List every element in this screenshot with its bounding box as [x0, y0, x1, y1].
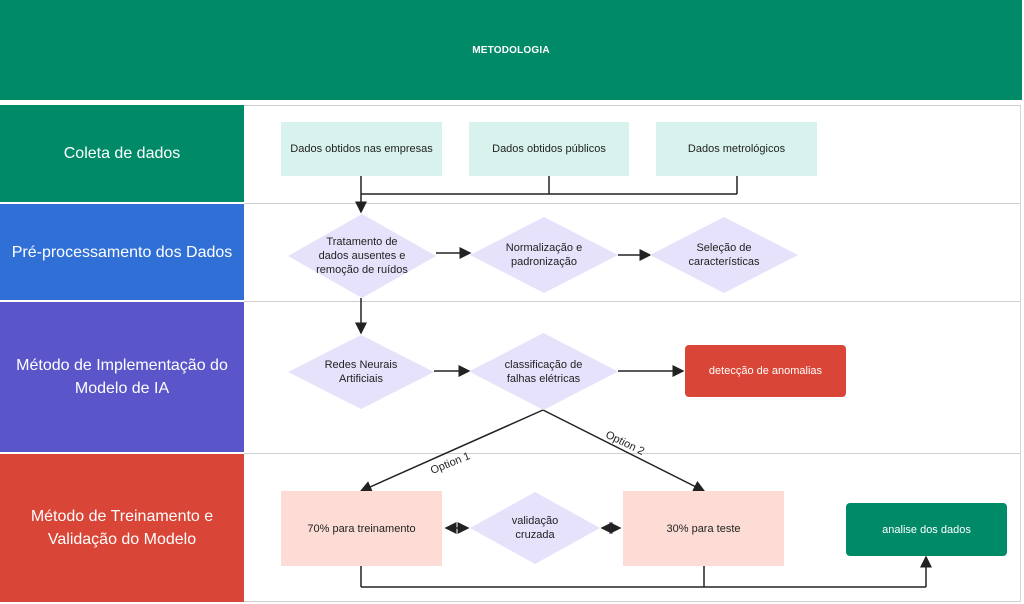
- source-box-metrologicos: Dados metrológicos: [656, 122, 817, 176]
- diamond-shape: [470, 492, 600, 564]
- task-classificacao-falhas: classificação de falhas elétricas: [469, 333, 618, 410]
- output-deteccao-anomalias: detecção de anomalias: [685, 345, 846, 397]
- diamond-shape: [650, 217, 798, 293]
- split-teste: 30% para teste: [623, 491, 784, 566]
- step-label: Normalização e padronização: [505, 242, 583, 268]
- row-divider: [244, 453, 1020, 454]
- step-tratamento-dados: Tratamento de dados ausentes e remoção d…: [288, 214, 436, 298]
- row-divider: [244, 203, 1020, 204]
- task-label: classificação de falhas elétricas: [504, 358, 583, 385]
- page-title: METODOLOGIA: [472, 44, 550, 56]
- validation-cruzada: validação cruzada: [470, 492, 600, 564]
- model-redes-neurais: Redes Neurais Artificiais: [288, 335, 434, 409]
- step-selecao-caracteristicas: Seleção de características: [650, 217, 798, 293]
- right-border: [1020, 105, 1021, 602]
- step-label: Seleção de características: [688, 242, 760, 268]
- source-box-empresas: Dados obtidos nas empresas: [281, 122, 442, 176]
- diamond-shape: [469, 333, 618, 410]
- stage-treinamento-validacao: Método de Treinamento e Validação do Mod…: [0, 454, 244, 602]
- analise-dados-box: analise dos dados: [846, 503, 1007, 556]
- row-divider: [244, 301, 1020, 302]
- stage-implementacao: Método de Implementação do Modelo de IA: [0, 302, 244, 452]
- step-label: Tratamento de dados ausentes e remoção d…: [316, 236, 408, 276]
- option-1-label: Option 1: [429, 450, 472, 477]
- source-box-publicos: Dados obtidos públicos: [469, 122, 629, 176]
- diamond-shape: [288, 214, 436, 298]
- row-divider: [244, 105, 1020, 106]
- model-label: Redes Neurais Artificiais: [324, 359, 398, 385]
- stage-pre-processamento: Pré-processamento dos Dados: [0, 204, 244, 300]
- step-normalizacao: Normalização e padronização: [470, 217, 618, 293]
- validation-label: validação cruzada: [511, 515, 559, 541]
- row-divider: [244, 601, 1020, 602]
- diamond-shape: [470, 217, 618, 293]
- header-bar: METODOLOGIA: [0, 0, 1022, 100]
- diamond-shape: [288, 335, 434, 409]
- split-treinamento: 70% para treinamento: [281, 491, 442, 566]
- stage-coleta-de-dados: Coleta de dados: [0, 105, 244, 202]
